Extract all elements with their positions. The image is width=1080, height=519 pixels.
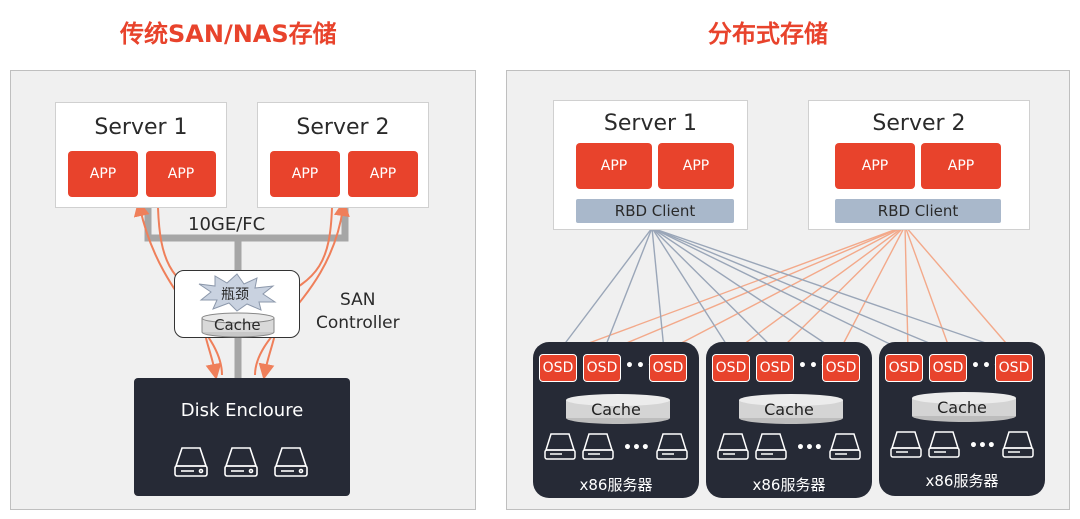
controller-label-line2: Controller	[316, 313, 400, 333]
san-server-1: Server 1 APP APP	[55, 102, 227, 208]
server-title: Server 2	[872, 111, 966, 136]
osd-block: OSD	[995, 354, 1033, 382]
san-server-2: Server 2 APP APP	[257, 102, 429, 208]
cache-cylinder-icon	[566, 394, 670, 424]
cache-cylinder-icon	[912, 392, 1016, 422]
hard-disk-icon	[656, 433, 688, 460]
controller-label-line1: SAN	[340, 290, 376, 310]
distributed-title: 分布式存储	[708, 20, 828, 48]
hard-disk-icon	[890, 431, 922, 458]
cache-label: Cache	[214, 316, 261, 334]
hard-disk-icon	[224, 447, 258, 477]
ellipsis-icon: •••	[625, 358, 658, 374]
san-title: 传统SAN/NAS存储	[120, 20, 337, 48]
dist-server-1: Server 1 APP APP RBD Client	[553, 100, 748, 230]
osd-block: OSD	[756, 354, 794, 382]
storage-node-1: OSD OSD ••• OSD Cache ••• x86服务器	[533, 342, 699, 498]
dist-server-2: Server 2 APP APP RBD Client	[808, 100, 1030, 230]
hard-disk-icon	[544, 433, 576, 460]
hard-disk-icon	[1002, 431, 1034, 458]
hard-disk-icon	[755, 433, 787, 460]
storage-node-2: OSD OSD ••• OSD Cache ••• x86服务器	[706, 342, 872, 498]
node-label: x86服务器	[752, 476, 826, 494]
server-title: Server 1	[94, 115, 188, 140]
ellipsis-icon: •••	[796, 440, 823, 456]
bottleneck-label: 瓶颈	[221, 287, 249, 303]
cache-label: Cache	[764, 400, 814, 419]
app-block: APP	[658, 143, 734, 189]
disk-row: •••	[717, 433, 861, 460]
app-block: APP	[270, 151, 340, 197]
osd-block: OSD	[712, 354, 750, 382]
app-block: APP	[146, 151, 216, 197]
disk-row: •••	[544, 433, 688, 460]
server-title: Server 2	[296, 115, 390, 140]
osd-block: OSD	[539, 354, 577, 382]
cache-cylinder-icon	[739, 394, 843, 424]
rbd-client: RBD Client	[835, 199, 1001, 223]
app-block: APP	[348, 151, 418, 197]
app-block: APP	[576, 143, 652, 189]
ellipsis-icon: •••	[623, 440, 650, 456]
osd-block: OSD	[649, 354, 687, 382]
app-block: APP	[68, 151, 138, 197]
hard-disk-icon	[582, 433, 614, 460]
node-label: x86服务器	[925, 472, 999, 490]
enclosure-label: Disk Encloure	[180, 400, 304, 421]
ellipsis-icon: •••	[798, 358, 831, 374]
disk-enclosure: Disk Encloure	[134, 378, 350, 496]
node-label: x86服务器	[579, 476, 653, 494]
cache-label: Cache	[591, 400, 641, 419]
hard-disk-icon	[717, 433, 749, 460]
osd-block: OSD	[822, 354, 860, 382]
hard-disk-icon	[829, 433, 861, 460]
osd-block: OSD	[583, 354, 621, 382]
ellipsis-icon: •••	[971, 358, 1004, 374]
cache-cylinder-icon	[201, 312, 275, 338]
app-block: APP	[835, 143, 915, 189]
disk-row	[174, 447, 308, 477]
osd-block: OSD	[929, 354, 967, 382]
storage-node-3: OSD OSD ••• OSD Cache ••• x86服务器	[879, 342, 1045, 496]
server1-links	[557, 227, 1011, 355]
server-title: Server 1	[603, 111, 698, 136]
network-bus	[144, 208, 349, 242]
osd-block: OSD	[885, 354, 923, 382]
starburst-icon	[198, 273, 277, 312]
hard-disk-icon	[174, 447, 208, 477]
hard-disk-icon	[274, 447, 308, 477]
rbd-client: RBD Client	[576, 199, 734, 223]
server2-links	[565, 225, 1016, 355]
hard-disk-icon	[928, 431, 960, 458]
cache-label: Cache	[937, 398, 987, 417]
ellipsis-icon: •••	[969, 438, 996, 454]
app-block: APP	[921, 143, 1001, 189]
network-label: 10GE/FC	[188, 214, 266, 235]
disk-row: •••	[890, 431, 1034, 458]
